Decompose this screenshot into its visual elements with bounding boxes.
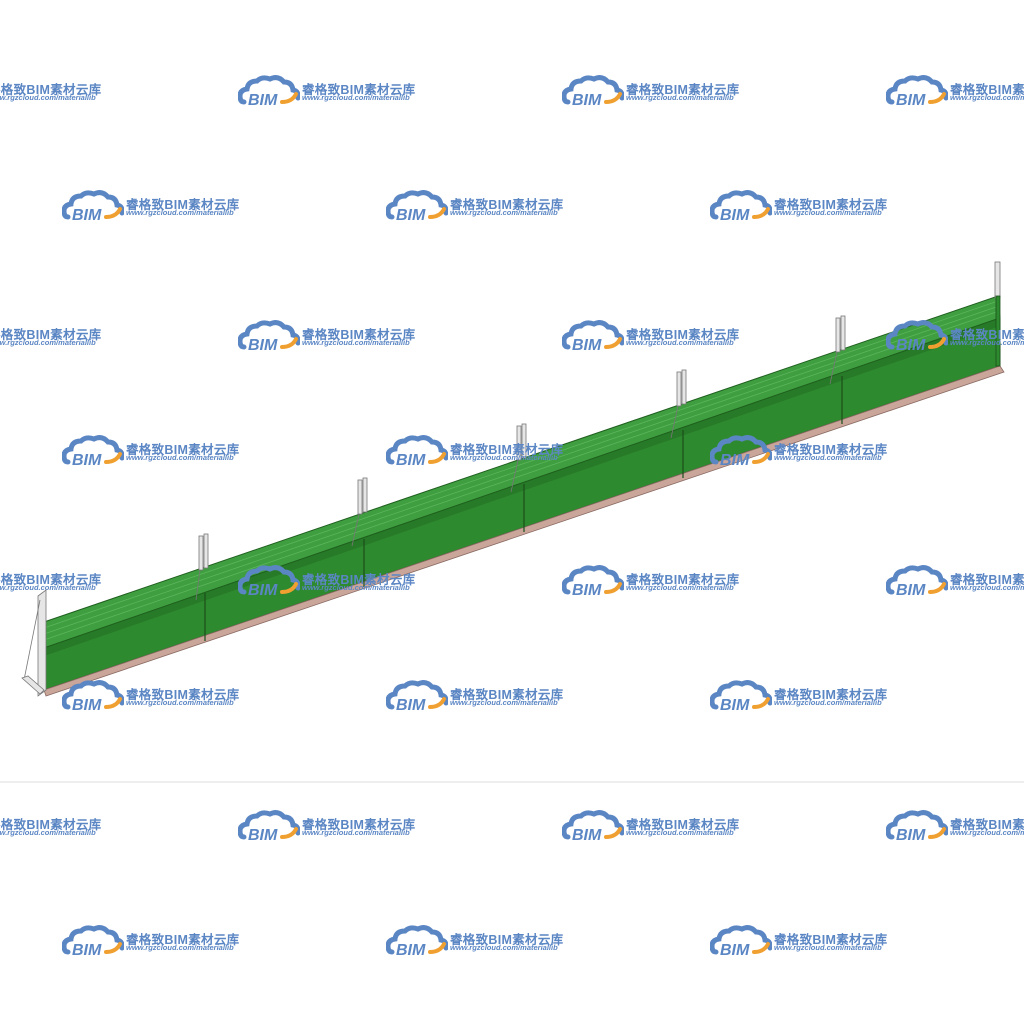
bim-cloud-logo-icon: BIM (886, 565, 948, 598)
bim-cloud-logo-icon: BIM (710, 680, 772, 713)
bim-watermark: BIM 睿格致BIM素材云库 www.rgzcloud.com/material… (710, 920, 900, 960)
bim-cloud-logo-icon: BIM (562, 810, 624, 843)
bim-watermark: BIM 睿格致BIM素材云库 www.rgzcloud.com/material… (238, 70, 428, 110)
bim-watermark: BIM 睿格致BIM素材云库 www.rgzcloud.com/material… (238, 805, 428, 845)
bim-watermark: BIM 睿格致BIM素材云库 www.rgzcloud.com/material… (62, 675, 252, 715)
bim-cloud-logo-icon: BIM (386, 925, 448, 958)
bim-watermark: BIM 睿格致BIM素材云库 www.rgzcloud.com/material… (886, 70, 1024, 110)
slat-line (43, 310, 1000, 641)
bim-cloud-logo-icon: BIM (562, 565, 624, 598)
bim-watermark: BIM 睿格致BIM素材云库 www.rgzcloud.com/material… (0, 818, 102, 837)
svg-text:BIM: BIM (72, 697, 102, 713)
bim-watermark: BIM 睿格致BIM素材云库 www.rgzcloud.com/material… (0, 328, 102, 347)
bim-cloud-logo-icon: BIM (62, 435, 124, 468)
svg-text:BIM: BIM (896, 827, 926, 843)
bim-watermark: BIM 睿格致BIM素材云库 www.rgzcloud.com/material… (710, 675, 900, 715)
support-post (351, 477, 368, 547)
bim-watermark: BIM 睿格致BIM素材云库 www.rgzcloud.com/material… (886, 315, 1024, 355)
svg-text:BIM: BIM (248, 92, 278, 108)
bim-watermark: BIM 睿格致BIM素材云库 www.rgzcloud.com/material… (62, 920, 252, 960)
bim-watermark: BIM 睿格致BIM素材云库 www.rgzcloud.com/material… (562, 70, 752, 110)
bim-watermark: BIM 睿格致BIM素材云库 www.rgzcloud.com/material… (886, 805, 1024, 845)
svg-text:BIM: BIM (72, 452, 102, 468)
svg-text:BIM: BIM (896, 337, 926, 353)
bim-watermark: BIM 睿格致BIM素材云库 www.rgzcloud.com/material… (386, 430, 576, 470)
svg-text:BIM: BIM (572, 582, 602, 598)
support-post (829, 315, 846, 385)
bim-watermark: BIM 睿格致BIM素材云库 www.rgzcloud.com/material… (386, 920, 576, 960)
svg-text:BIM: BIM (720, 452, 750, 468)
support-post (195, 533, 209, 601)
svg-text:BIM: BIM (572, 337, 602, 353)
svg-text:BIM: BIM (720, 942, 750, 958)
bim-cloud-logo-icon: BIM (238, 810, 300, 843)
svg-text:BIM: BIM (396, 207, 426, 223)
svg-text:BIM: BIM (572, 827, 602, 843)
bim-watermark: BIM 睿格致BIM素材云库 www.rgzcloud.com/material… (386, 675, 576, 715)
slat-line (43, 305, 1000, 635)
bim-cloud-logo-icon: BIM (710, 435, 772, 468)
support-post (994, 261, 1001, 367)
bim-watermark: BIM 睿格致BIM素材云库 www.rgzcloud.com/material… (62, 185, 252, 225)
bim-cloud-logo-icon: BIM (386, 435, 448, 468)
support-post (510, 423, 527, 493)
bim-watermark: BIM 睿格致BIM素材云库 www.rgzcloud.com/material… (238, 560, 428, 600)
support-posts (21, 261, 1001, 697)
svg-text:BIM: BIM (396, 697, 426, 713)
bim-cloud-logo-icon: BIM (710, 190, 772, 223)
svg-text:BIM: BIM (720, 207, 750, 223)
svg-text:BIM: BIM (572, 92, 602, 108)
bim-cloud-logo-icon: BIM (886, 810, 948, 843)
bim-cloud-logo-icon: BIM (238, 75, 300, 108)
bim-watermark: BIM 睿格致BIM素材云库 www.rgzcloud.com/material… (386, 185, 576, 225)
svg-text:BIM: BIM (896, 582, 926, 598)
bim-watermark: BIM 睿格致BIM素材云库 www.rgzcloud.com/material… (710, 185, 900, 225)
bim-watermark: BIM 睿格致BIM素材云库 www.rgzcloud.com/material… (0, 573, 102, 592)
bim-watermark: BIM 睿格致BIM素材云库 www.rgzcloud.com/material… (62, 430, 252, 470)
bim-watermark: BIM 睿格致BIM素材云库 www.rgzcloud.com/material… (562, 560, 752, 600)
bim-watermark: BIM 睿格致BIM素材云库 www.rgzcloud.com/material… (886, 560, 1024, 600)
svg-text:BIM: BIM (896, 92, 926, 108)
bim-watermark: BIM 睿格致BIM素材云库 www.rgzcloud.com/material… (238, 315, 428, 355)
bim-cloud-logo-icon: BIM (386, 190, 448, 223)
bim-watermark: BIM 睿格致BIM素材云库 www.rgzcloud.com/material… (710, 430, 900, 470)
svg-text:BIM: BIM (72, 942, 102, 958)
bim-cloud-logo-icon: BIM (886, 75, 948, 108)
support-post (670, 369, 687, 439)
svg-text:BIM: BIM (248, 337, 278, 353)
bim-cloud-logo-icon: BIM (238, 565, 300, 598)
bim-cloud-logo-icon: BIM (886, 320, 948, 353)
bim-watermark: BIM 睿格致BIM素材云库 www.rgzcloud.com/material… (562, 805, 752, 845)
bim-cloud-logo-icon: BIM (386, 680, 448, 713)
bim-cloud-logo-icon: BIM (62, 925, 124, 958)
bim-watermark: BIM 睿格致BIM素材云库 www.rgzcloud.com/material… (562, 315, 752, 355)
bim-cloud-logo-icon: BIM (562, 320, 624, 353)
bim-cloud-logo-icon: BIM (238, 320, 300, 353)
svg-text:BIM: BIM (248, 827, 278, 843)
slat-line (43, 300, 999, 629)
svg-text:BIM: BIM (396, 452, 426, 468)
panel-dividers (204, 376, 843, 641)
bim-cloud-logo-icon: BIM (710, 925, 772, 958)
svg-text:BIM: BIM (396, 942, 426, 958)
svg-text:BIM: BIM (72, 207, 102, 223)
svg-text:BIM: BIM (248, 582, 278, 598)
bim-cloud-logo-icon: BIM (62, 190, 124, 223)
support-post (21, 589, 47, 697)
bim-watermark: BIM 睿格致BIM素材云库 www.rgzcloud.com/material… (0, 83, 102, 102)
bim-cloud-logo-icon: BIM (62, 680, 124, 713)
bim-cloud-logo-icon: BIM (562, 75, 624, 108)
svg-text:BIM: BIM (720, 697, 750, 713)
